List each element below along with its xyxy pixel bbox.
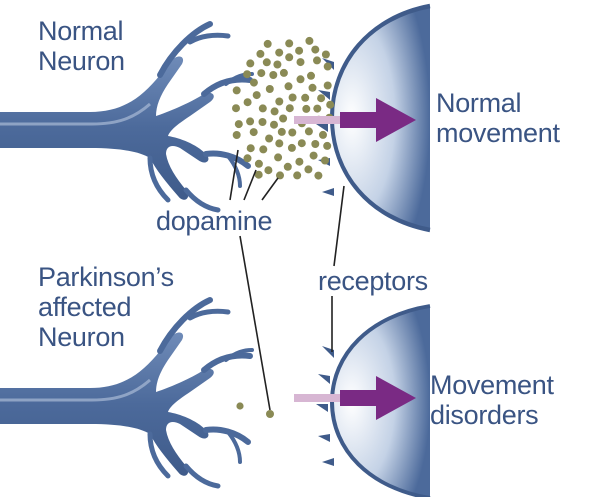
dopamine-molecule	[259, 104, 267, 112]
dopamine-molecule	[275, 49, 283, 57]
dopamine-molecule	[288, 144, 296, 152]
parkinsons-neuron-label: Parkinson’s affected Neuron	[38, 262, 174, 352]
dopamine-pointer-line	[244, 170, 256, 200]
dopamine-molecule	[264, 40, 272, 48]
dopamine-molecule	[310, 152, 318, 160]
dopamine-molecule	[295, 158, 303, 166]
dopamine-molecule	[259, 118, 267, 126]
dopamine-molecule	[314, 172, 322, 180]
movement-disorders-line-1: Movement	[430, 370, 554, 400]
dopamine-label: dopamine	[156, 206, 272, 236]
dopamine-molecule	[253, 91, 261, 99]
dopamine-molecule	[273, 61, 281, 69]
dopamine-molecule	[285, 53, 293, 61]
dopamine-molecule	[304, 165, 312, 173]
movement-disorders-label: Movement disorders	[430, 370, 554, 430]
dopamine-molecule	[250, 128, 258, 136]
dopamine-molecule	[265, 135, 273, 143]
dopamine-molecule	[301, 94, 309, 102]
dopamine-molecule	[289, 94, 297, 102]
movement-disorders-line-2: disorders	[430, 400, 554, 430]
normal-movement-line-2: movement	[436, 118, 560, 148]
dopamine-molecule	[326, 101, 334, 109]
dopamine-molecule	[275, 139, 283, 147]
dopamine-molecule	[259, 145, 267, 153]
dopamine-molecule	[235, 120, 243, 128]
dopamine-molecule	[243, 70, 251, 78]
parkinsons-neuron-line-2: affected	[38, 292, 174, 322]
dopamine-molecule	[279, 115, 287, 123]
dopamine-molecule	[271, 107, 279, 115]
receptors-label: receptors	[318, 266, 428, 296]
receptor-pointer-line	[334, 186, 344, 266]
dopamine-molecule	[317, 94, 325, 102]
dopamine-molecule	[307, 72, 315, 80]
dopamine-molecule	[274, 153, 282, 161]
dopamine-molecule	[247, 144, 255, 152]
dopamine-molecule	[244, 98, 252, 106]
dopamine-molecule	[233, 86, 241, 94]
dopamine-molecule	[313, 105, 321, 113]
dopamine-molecule	[244, 154, 252, 162]
dopamine-molecule	[302, 105, 310, 113]
dopamine-molecule	[293, 171, 301, 179]
normal-movement-line-1: Normal	[436, 88, 560, 118]
dopamine-molecule	[323, 142, 331, 150]
dopamine-molecule	[305, 37, 313, 45]
dopamine-molecule	[324, 82, 332, 90]
dopamine-molecule	[319, 131, 327, 139]
dopamine-text: dopamine	[156, 206, 272, 236]
receptors-text: receptors	[318, 266, 428, 296]
dopamine-molecule	[270, 121, 278, 129]
dopamine-molecule	[278, 128, 286, 136]
dopamine-molecule	[321, 157, 329, 165]
dopamine-molecule	[322, 51, 330, 59]
dopamine-molecule	[309, 84, 317, 92]
normal-neuron-label: Normal Neuron	[38, 16, 125, 76]
dopamine-molecule	[263, 58, 271, 66]
dopamine-molecule	[256, 50, 264, 58]
dopamine-molecule	[266, 85, 274, 93]
dopamine-molecule	[233, 131, 241, 139]
dopamine-molecule	[313, 56, 321, 64]
dopamine-molecule	[311, 140, 319, 148]
dopamine-molecule	[280, 69, 288, 77]
dopamine-molecule	[286, 104, 294, 112]
dopamine-molecule	[284, 163, 292, 171]
dopamine-molecule	[285, 39, 293, 47]
dopamine-molecule	[232, 104, 240, 112]
parkinsons-neuron-line-3: Neuron	[38, 322, 174, 352]
dopamine-molecule	[275, 98, 283, 106]
dopamine-molecule	[255, 160, 263, 168]
dopamine-molecule	[295, 47, 303, 55]
parkinsons-neuron-line-1: Parkinson’s	[38, 262, 174, 292]
dopamine-molecule	[311, 46, 319, 54]
dopamine-molecule	[250, 79, 258, 87]
dopamine-pointer-line	[262, 178, 278, 200]
dopamine-molecule	[246, 59, 254, 67]
dopamine-molecule	[305, 127, 313, 135]
normal-neuron-line-2: Neuron	[38, 46, 125, 76]
dopamine-pointer-line	[240, 236, 270, 410]
dopamine-molecule	[246, 117, 254, 125]
dopamine-molecule	[297, 75, 305, 83]
dopamine-molecule	[297, 58, 305, 66]
dopamine-molecule	[285, 82, 293, 90]
dopamine-molecule	[288, 129, 296, 137]
dopamine-molecule	[264, 166, 272, 174]
dopamine-molecules-normal	[232, 37, 334, 180]
normal-neuron-line-1: Normal	[38, 16, 125, 46]
dopamine-molecule	[269, 71, 277, 79]
dopamine-molecule	[257, 69, 265, 77]
dopamine-molecule	[324, 63, 332, 71]
normal-movement-label: Normal movement	[436, 88, 560, 148]
dopamine-molecule	[298, 139, 306, 147]
